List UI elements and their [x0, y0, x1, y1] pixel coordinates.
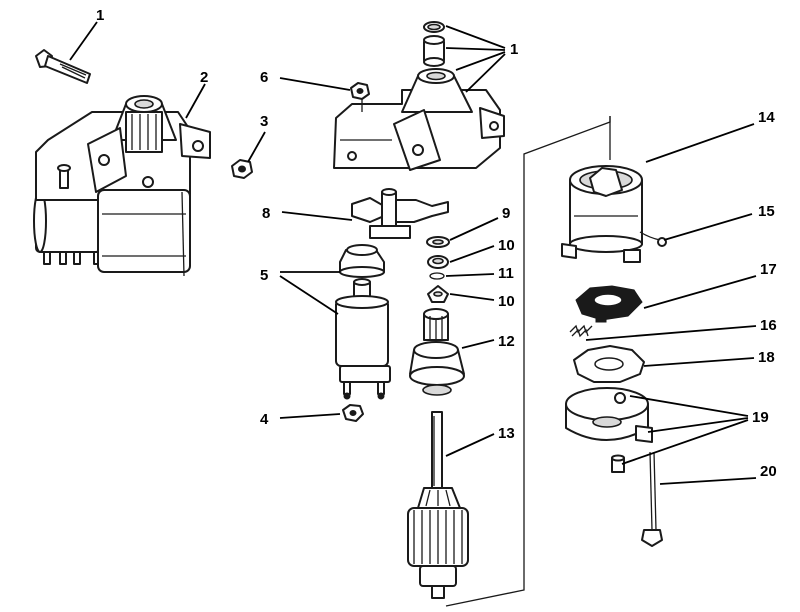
starter-assembly-part-2 [33, 95, 211, 277]
solenoid-body-part-5 [335, 278, 391, 400]
callout-13: 13 [498, 425, 515, 442]
brush-holder-part-17 [575, 285, 643, 323]
callout-4: 4 [260, 411, 269, 428]
callout-5: 5 [260, 267, 268, 284]
nut-part-6 [350, 82, 370, 100]
callout-14: 14 [758, 109, 775, 126]
callout-18: 18 [758, 349, 775, 366]
drive-pinion-part-12 [409, 308, 465, 396]
callout-10-upper: 10 [498, 237, 515, 254]
field-frame-part-14 [561, 165, 667, 263]
solenoid-cap-part-5 [339, 244, 385, 278]
callout-8: 8 [262, 205, 270, 222]
nut-part-3 [231, 159, 253, 179]
drive-housing-part-1 [333, 21, 505, 171]
through-bolt-part-20 [641, 451, 663, 547]
callout-17: 17 [760, 261, 777, 278]
nut-part-4 [342, 404, 364, 422]
callout-6: 6 [260, 69, 268, 86]
callout-1-housing: 1 [510, 41, 518, 58]
end-cap-part-19 [565, 387, 653, 473]
leader-lines [69, 21, 757, 485]
callout-20: 20 [760, 463, 777, 480]
callout-15: 15 [758, 203, 775, 220]
collar-part-10-lower [427, 285, 449, 303]
washer-part-9 [426, 236, 450, 248]
shift-lever-part-8 [351, 188, 449, 239]
collar-part-10-upper [427, 255, 449, 269]
callout-19: 19 [752, 409, 769, 426]
assembly-centerline [361, 98, 611, 607]
snap-ring-part-11 [429, 272, 445, 280]
callout-10-lower: 10 [498, 293, 515, 310]
armature-part-13 [407, 411, 469, 599]
brush-plate-part-18 [573, 345, 645, 383]
callout-3: 3 [260, 113, 268, 130]
callout-11: 11 [498, 265, 514, 282]
callout-2: 2 [200, 69, 208, 86]
callout-16: 16 [760, 317, 777, 334]
through-bolt-part-1 [35, 49, 91, 84]
callout-labels: 1 1 2 3 4 5 6 8 9 10 10 11 12 13 14 15 1… [96, 7, 777, 480]
callout-1-bolt: 1 [96, 7, 104, 24]
callout-12: 12 [498, 333, 515, 350]
callout-9: 9 [502, 205, 510, 222]
brush-spring-part-16 [569, 324, 593, 338]
